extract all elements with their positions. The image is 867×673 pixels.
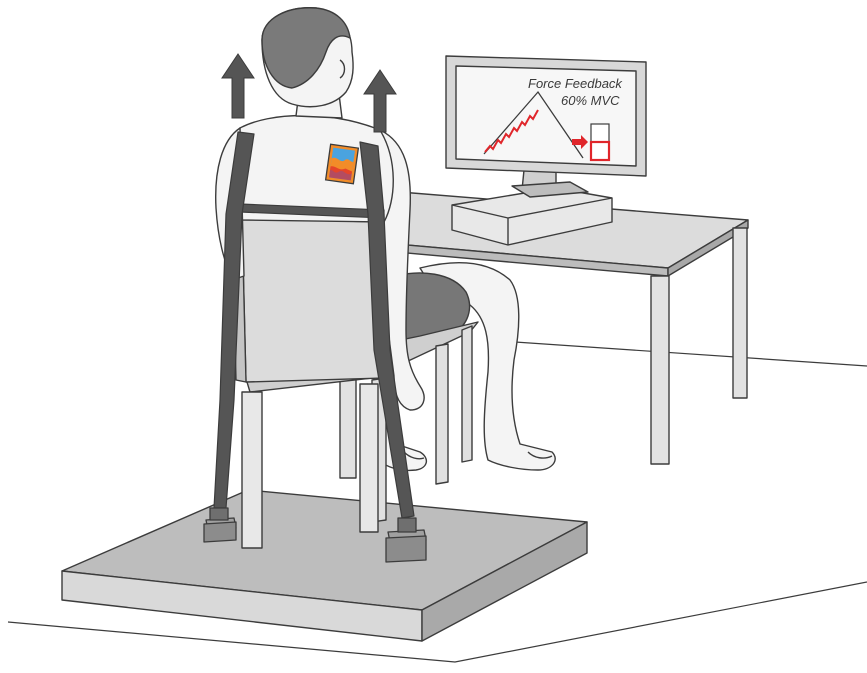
screen-title-line1: Force Feedback [528,76,623,91]
emg-sensor-icon [326,144,359,184]
up-arrow-icon [222,54,254,118]
screen-title-line2: 60% MVC [561,93,620,108]
up-arrow-icon [364,70,396,132]
person-head [262,8,353,107]
force-platform [62,490,587,641]
